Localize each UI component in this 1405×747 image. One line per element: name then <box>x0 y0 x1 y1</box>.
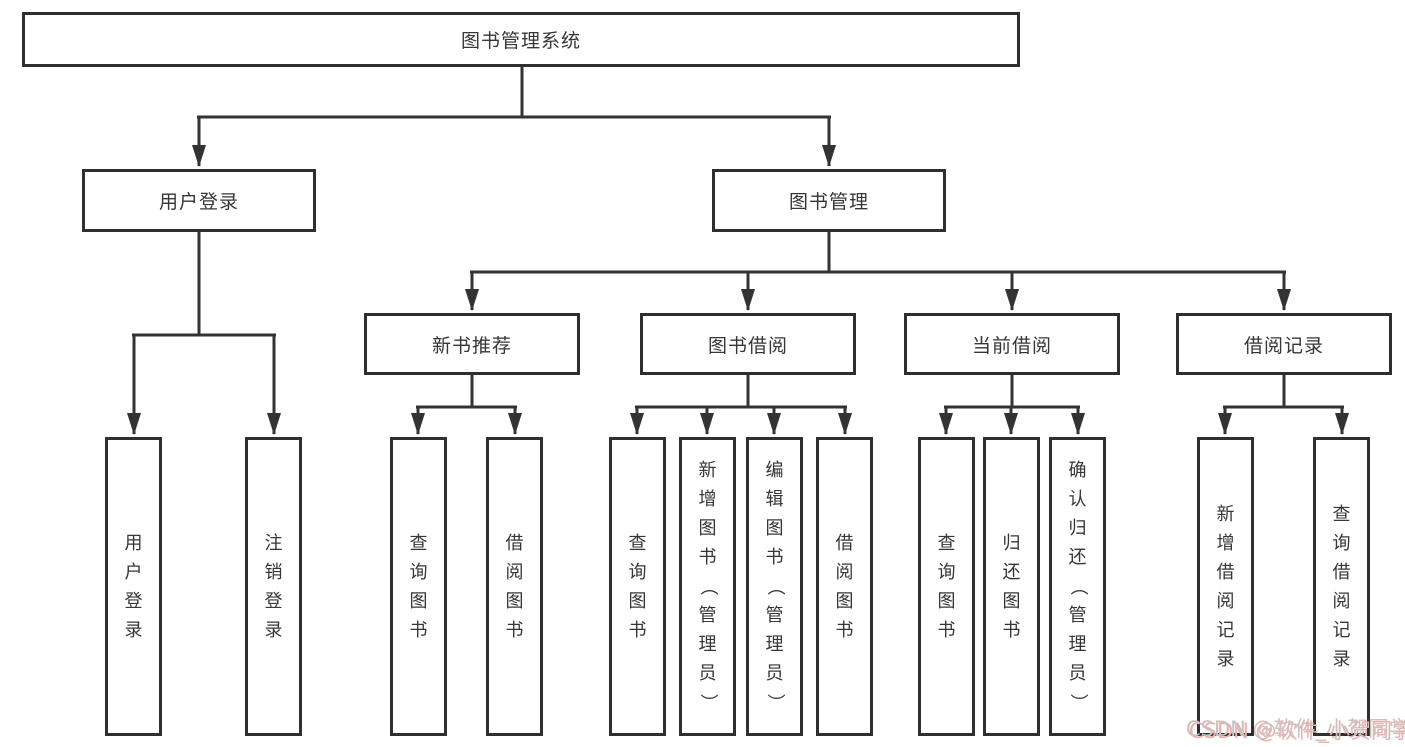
node-label: 图书管理系统 <box>460 30 581 52</box>
node-label: 查询图书 <box>628 532 647 641</box>
leaf-logout: 注销登录 <box>245 437 302 736</box>
node-book-borrowing: 图书借阅 <box>640 313 856 375</box>
node-label: 新增图书（管理员） <box>697 460 718 712</box>
node-label: 注销登录 <box>264 532 283 641</box>
leaf-return-books: 归还图书 <box>983 437 1040 736</box>
leaf-query-borrow-record: 查询借阅记录 <box>1313 437 1370 736</box>
node-label: 借阅图书 <box>505 532 524 641</box>
node-label: 查询图书 <box>937 532 956 641</box>
leaf-user-login: 用户登录 <box>105 437 162 736</box>
node-borrow-records: 借阅记录 <box>1176 313 1392 375</box>
node-current-borrowing: 当前借阅 <box>904 313 1120 375</box>
node-label: 图书借阅 <box>707 334 788 357</box>
leaf-borrow-books: 借阅图书 <box>486 437 543 736</box>
leaf-query-books: 查询图书 <box>609 437 666 736</box>
node-label: 用户登录 <box>124 532 143 641</box>
node-book-management: 图书管理 <box>712 169 946 232</box>
leaf-query-books: 查询图书 <box>918 437 975 736</box>
node-library-management-system: 图书管理系统 <box>22 12 1020 67</box>
leaf-add-borrow-record: 新增借阅记录 <box>1197 437 1254 736</box>
node-label: 查询借阅记录 <box>1332 503 1351 670</box>
leaf-confirm-return-admin: 确认归还（管理员） <box>1049 437 1106 736</box>
node-label: 编辑图书（管理员） <box>764 460 785 712</box>
node-user-login: 用户登录 <box>82 169 316 232</box>
csdn-watermark: CSDN @软件_小贺同学 <box>1186 717 1405 741</box>
node-label: 借阅记录 <box>1243 334 1324 357</box>
leaf-borrow-books: 借阅图书 <box>816 437 873 736</box>
node-label: 归还图书 <box>1002 532 1021 641</box>
node-label: 新增借阅记录 <box>1216 503 1235 670</box>
leaf-query-books: 查询图书 <box>390 437 447 736</box>
node-label: 当前借阅 <box>971 334 1052 357</box>
node-label: 确认归还（管理员） <box>1067 460 1088 712</box>
node-label: 借阅图书 <box>835 532 854 641</box>
node-label: 图书管理 <box>788 191 869 213</box>
node-label: 新书推荐 <box>431 334 512 357</box>
node-label: 查询图书 <box>409 532 428 641</box>
node-new-book-recommend: 新书推荐 <box>364 313 580 375</box>
leaf-add-books-admin: 新增图书（管理员） <box>679 437 736 736</box>
leaf-edit-books-admin: 编辑图书（管理员） <box>746 437 803 736</box>
node-label: 用户登录 <box>158 191 239 213</box>
